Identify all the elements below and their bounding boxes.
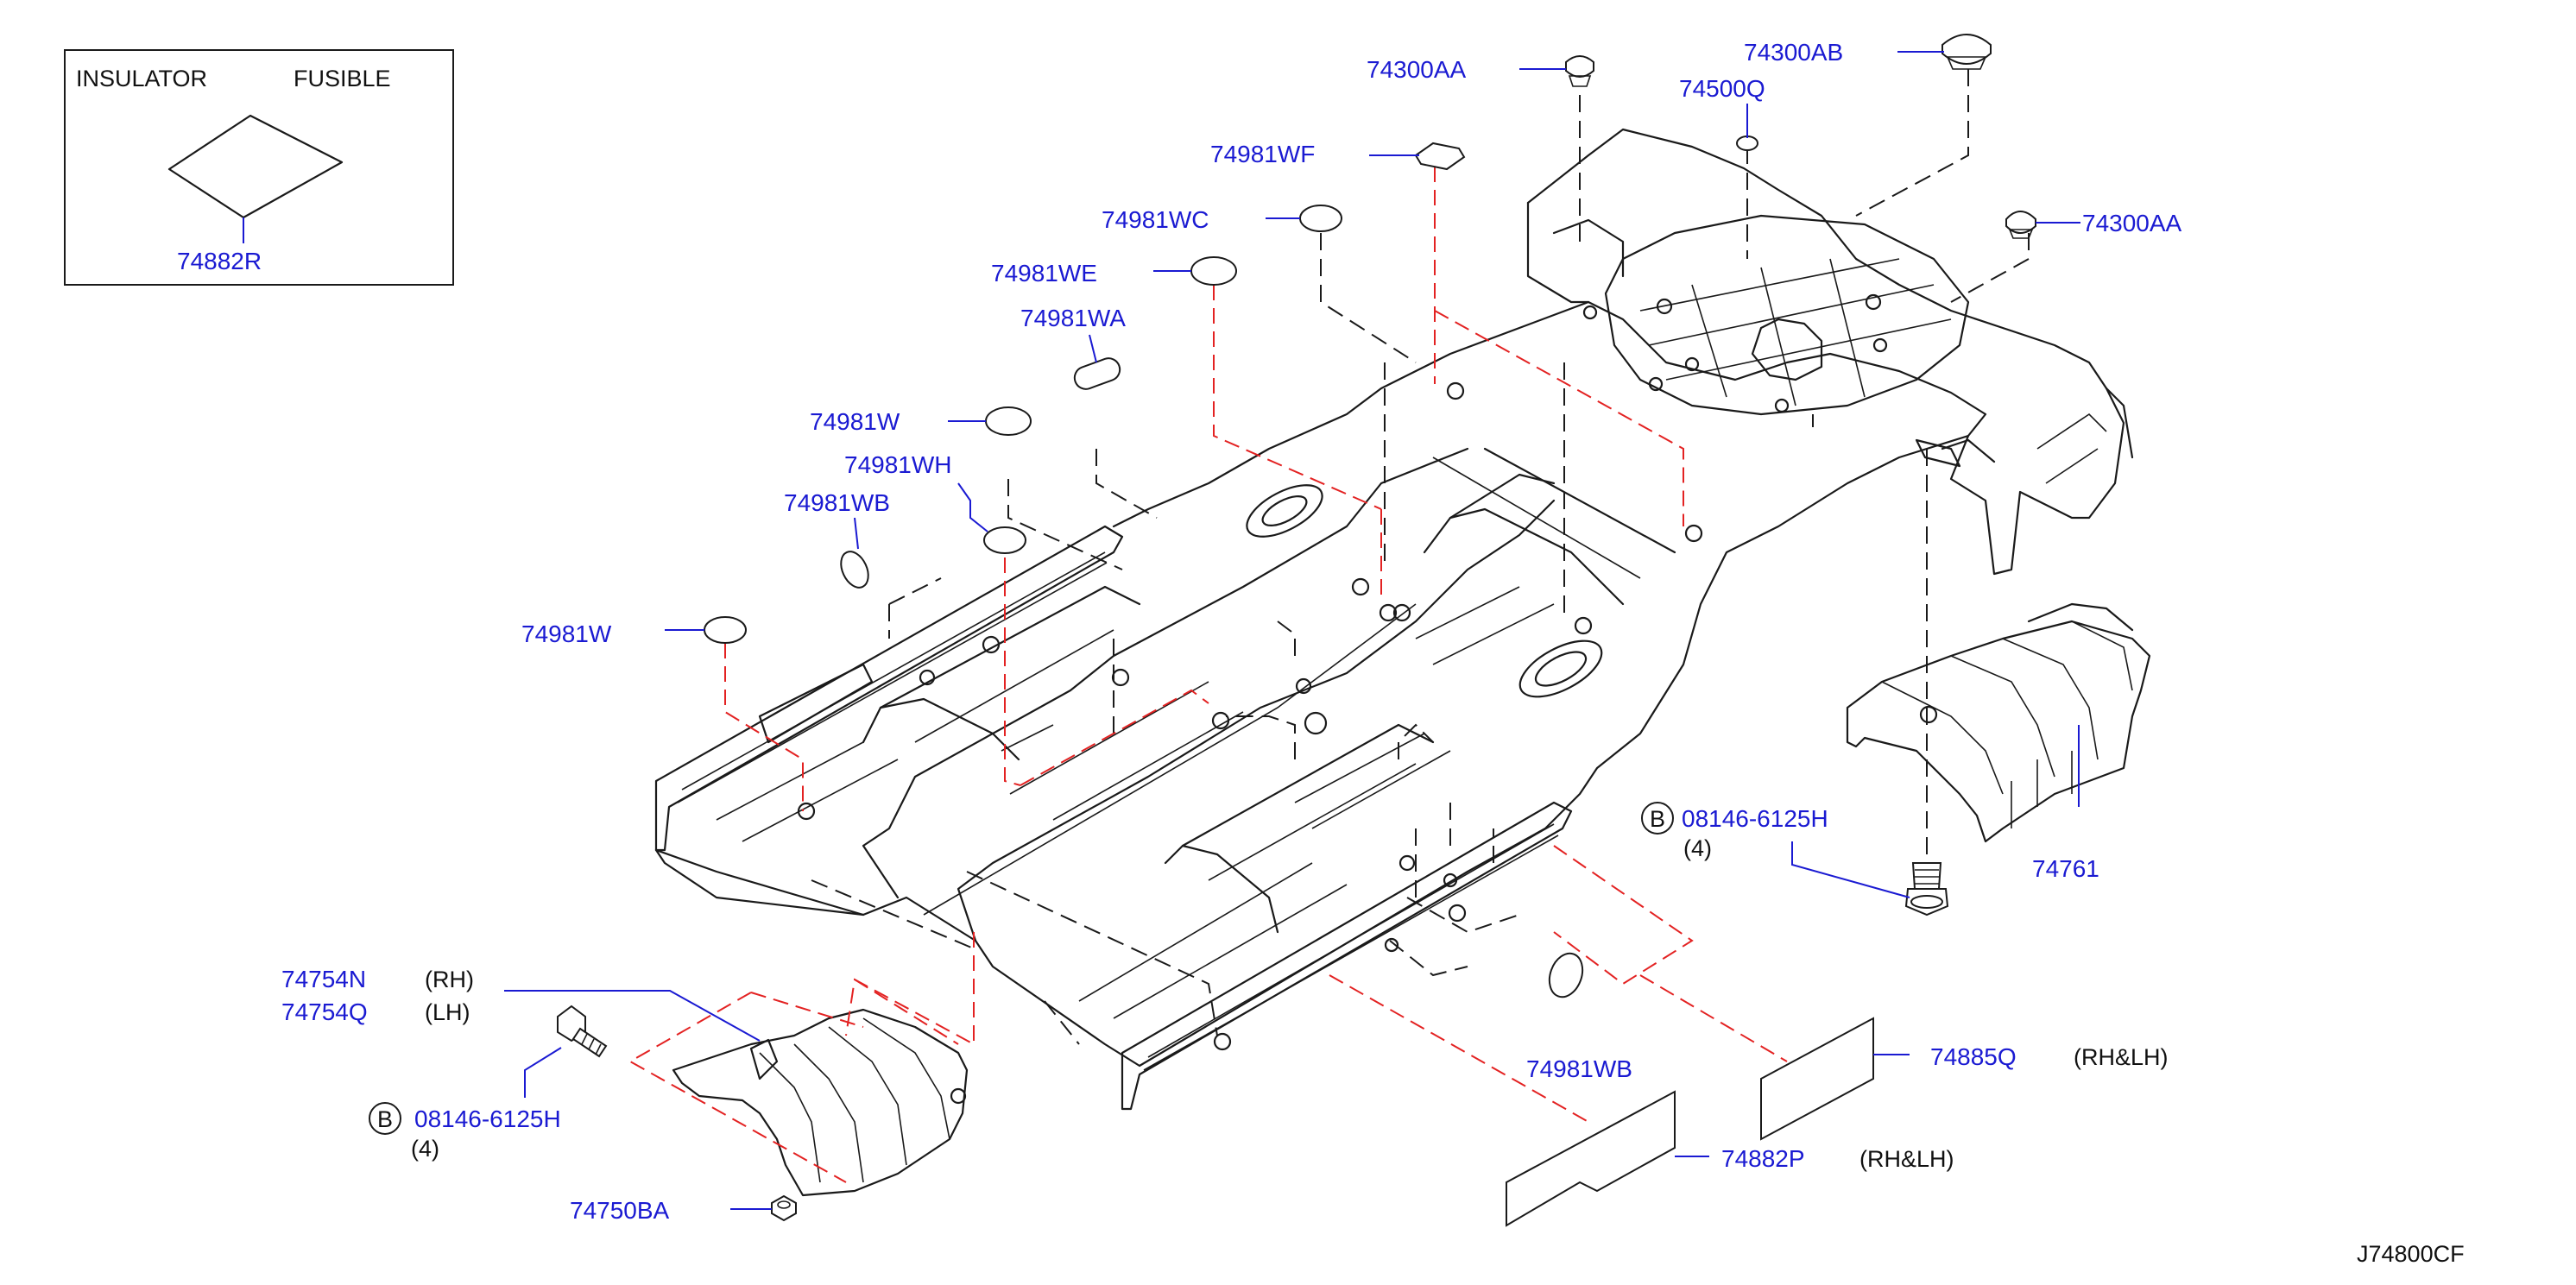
qty-bolt-right: (4) xyxy=(1683,835,1712,861)
blue-leaders xyxy=(504,51,2080,1210)
label-74981W-upper: 74981W xyxy=(810,408,900,435)
bolt-right-icon xyxy=(1904,862,1949,917)
label-74981W-left: 74981W xyxy=(521,620,612,647)
red-dashed-leaders xyxy=(628,104,1788,1183)
insulator-pad-icon xyxy=(167,114,344,219)
grommet-74300AA-right xyxy=(2005,211,2036,234)
note-lh: (LH) xyxy=(425,999,470,1025)
label-74981WF: 74981WF xyxy=(1210,141,1315,167)
label-74981WB-upper: 74981WB xyxy=(784,489,890,516)
bolt-right-circle-letter: B xyxy=(1650,806,1665,832)
grommet-74300AA-top xyxy=(1565,55,1594,78)
note-rh: (RH) xyxy=(425,967,474,992)
qty-bolt-left: (4) xyxy=(411,1136,439,1162)
floor-panel xyxy=(654,300,1987,1111)
pad-74885Q xyxy=(1760,1017,1874,1141)
pad-74981WF xyxy=(1414,142,1466,171)
plug-74500Q xyxy=(1736,135,1758,151)
label-74300AA-right: 74300AA xyxy=(2082,210,2182,236)
label-bolt-left: 08146-6125H xyxy=(414,1105,561,1132)
bolt-left-circle-letter: B xyxy=(377,1106,393,1132)
label-bolt-right: 08146-6125H xyxy=(1682,805,1828,832)
label-74981WE: 74981WE xyxy=(991,260,1097,287)
label-74981WA: 74981WA xyxy=(1020,305,1126,331)
small-parts xyxy=(557,34,2036,1227)
legend-fusible-label: FUSIBLE xyxy=(294,66,391,91)
label-74981WB-lower: 74981WB xyxy=(1526,1055,1632,1082)
pad-74981W-left xyxy=(704,616,747,644)
pad-74981WE xyxy=(1190,256,1237,286)
grommet-74300AB xyxy=(1941,34,1992,65)
bolt-left-icon xyxy=(557,1005,608,1058)
pad-74882P xyxy=(1506,1090,1676,1227)
heat-shield-74761 xyxy=(1846,602,2151,843)
label-74981WH: 74981WH xyxy=(844,451,952,478)
note-rhlh-74885Q: (RH&LH) xyxy=(2074,1044,2169,1070)
label-74885Q: 74885Q xyxy=(1930,1043,2017,1070)
rear-floor-pan xyxy=(1526,128,2134,576)
label-74300AA-top: 74300AA xyxy=(1367,56,1467,83)
pad-74981WB-sill xyxy=(1548,952,1584,998)
heat-shield-74754 xyxy=(672,1008,969,1197)
label-74761: 74761 xyxy=(2032,855,2099,882)
legend-insulator-label: INSULATOR xyxy=(76,66,207,91)
label-74754N: 74754N xyxy=(281,966,366,992)
label-74882P: 74882P xyxy=(1721,1145,1805,1172)
diagram-id: J74800CF xyxy=(2357,1241,2465,1267)
label-74300AB: 74300AB xyxy=(1744,39,1843,66)
legend-part-74882R: 74882R xyxy=(177,248,262,274)
pad-74981W-upper xyxy=(985,406,1032,436)
pad-74981WB-upper xyxy=(840,551,869,589)
label-74750BA: 74750BA xyxy=(570,1197,670,1224)
label-74981WC: 74981WC xyxy=(1102,206,1209,233)
pad-74981WH xyxy=(983,526,1026,554)
pad-74981WA xyxy=(1073,357,1121,390)
label-74754Q: 74754Q xyxy=(281,998,368,1025)
legend-box: INSULATOR FUSIBLE 74882R xyxy=(64,49,454,286)
bolt-callout-left: B 08146-6125H (4) xyxy=(369,1102,561,1162)
black-dashed-leaders xyxy=(811,69,2030,1045)
label-74500Q: 74500Q xyxy=(1679,75,1765,102)
pad-74981WC xyxy=(1299,205,1342,232)
bolt-callout-right: B 08146-6125H (4) xyxy=(1641,802,1828,861)
note-rhlh-74882P: (RH&LH) xyxy=(1859,1146,1954,1172)
part-labels: 74300AA 74300AB 74500Q 74300AA 74981WF 7… xyxy=(281,39,2182,1224)
nut-74750BA-icon xyxy=(771,1194,797,1222)
